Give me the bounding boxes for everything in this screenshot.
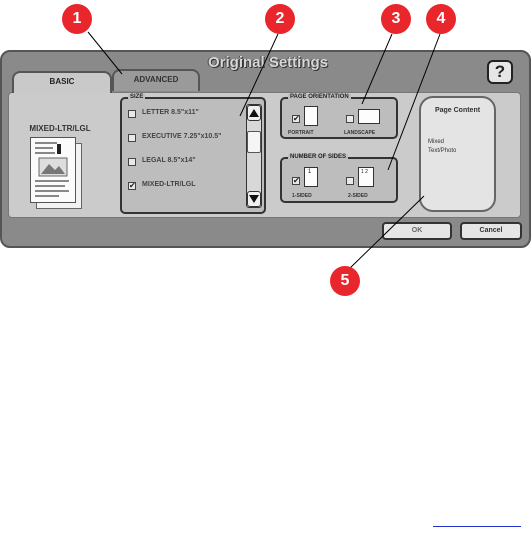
one-sided-glyph: 1 — [308, 169, 311, 175]
size-scrollbar[interactable] — [246, 104, 262, 208]
size-group-title: SIZE — [128, 94, 145, 100]
ok-button[interactable]: OK — [382, 222, 452, 240]
portrait-checkbox[interactable]: ✔ — [292, 115, 300, 123]
callout-5: 5 — [330, 266, 360, 296]
size-group: SIZE LETTER 8.5"x11" EXECUTIVE 7.25"x10.… — [120, 97, 266, 214]
help-button[interactable]: ? — [487, 60, 513, 84]
size-option-executive[interactable]: EXECUTIVE 7.25"x10.5" — [122, 127, 240, 151]
orientation-group-title: PAGE ORIENTATION — [288, 94, 351, 100]
tab-advanced[interactable]: ADVANCED — [112, 69, 200, 91]
page-content-value: Mixed Text/Photo — [428, 138, 468, 156]
callout-2: 2 — [265, 4, 295, 34]
two-sided-checkbox[interactable] — [346, 177, 354, 185]
landscape-checkbox[interactable] — [346, 115, 354, 123]
two-sided-page-icon[interactable]: 1 2 — [358, 167, 374, 187]
size-option-mixed[interactable]: ✔ MIXED-LTR/LGL — [122, 175, 240, 199]
page-content-button[interactable]: Page Content Mixed Text/Photo — [419, 96, 496, 212]
size-checkbox-letter[interactable] — [128, 110, 136, 118]
preview-size-label: MIXED-LTR/LGL — [20, 124, 100, 133]
one-sided-label: 1-SIDED — [292, 193, 312, 199]
size-option-legal[interactable]: LEGAL 8.5"x14" — [122, 151, 240, 175]
one-sided-page-icon[interactable]: 1 — [304, 167, 318, 187]
document-preview-front-page — [30, 137, 76, 203]
page-content-title: Page Content — [421, 106, 494, 115]
landscape-page-icon[interactable] — [358, 109, 380, 124]
cancel-button[interactable]: Cancel — [460, 222, 522, 240]
size-checkbox-executive[interactable] — [128, 134, 136, 142]
footer-link-underline[interactable] — [433, 526, 521, 527]
document-preview-icon — [31, 138, 75, 202]
tab-basic[interactable]: BASIC — [12, 71, 112, 93]
size-label-letter: LETTER 8.5"x11" — [142, 109, 199, 116]
callout-4: 4 — [426, 4, 456, 34]
size-label-mixed: MIXED-LTR/LGL — [142, 181, 196, 188]
size-label-legal: LEGAL 8.5"x14" — [142, 157, 196, 164]
scroll-thumb[interactable] — [247, 131, 261, 153]
landscape-label: LANDSCAPE — [344, 130, 375, 136]
portrait-page-icon[interactable] — [304, 106, 318, 126]
page-orientation-group: PAGE ORIENTATION ✔ PORTRAIT LANDSCAPE — [280, 97, 398, 139]
size-label-executive: EXECUTIVE 7.25"x10.5" — [142, 133, 221, 140]
size-list: LETTER 8.5"x11" EXECUTIVE 7.25"x10.5" LE… — [122, 103, 240, 199]
callout-3: 3 — [381, 4, 411, 34]
two-sided-glyph: 1 2 — [361, 169, 368, 175]
two-sided-label: 2-SIDED — [348, 193, 368, 199]
portrait-label: PORTRAIT — [288, 130, 314, 136]
chevron-down-icon — [248, 192, 260, 206]
sides-group-title: NUMBER OF SIDES — [288, 154, 348, 160]
one-sided-checkbox[interactable]: ✔ — [292, 177, 300, 185]
scroll-up-button[interactable] — [247, 105, 261, 121]
chevron-up-icon — [248, 106, 260, 120]
size-option-letter[interactable]: LETTER 8.5"x11" — [122, 103, 240, 127]
size-checkbox-mixed[interactable]: ✔ — [128, 182, 136, 190]
document-preview — [30, 137, 90, 212]
scroll-down-button[interactable] — [247, 191, 261, 207]
callout-1: 1 — [62, 4, 92, 34]
size-checkbox-legal[interactable] — [128, 158, 136, 166]
dialog-title: Original Settings — [178, 54, 358, 71]
number-of-sides-group: NUMBER OF SIDES ✔ 1 1 2 1-SIDED 2-SIDED — [280, 157, 398, 203]
